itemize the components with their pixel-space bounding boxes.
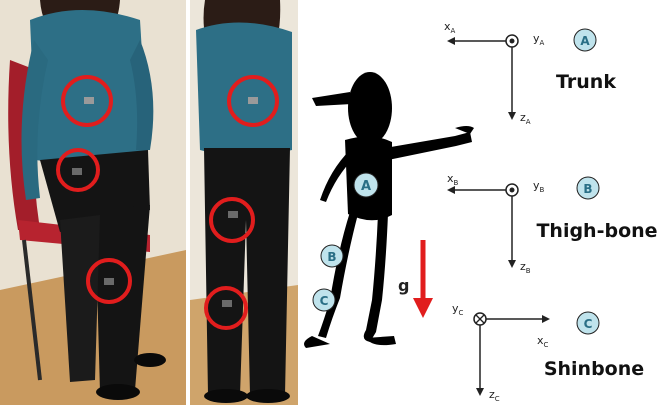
svg-text:C: C [320, 294, 329, 308]
z-axis-label: zB [520, 260, 531, 275]
gravity-label: g [398, 276, 409, 295]
segment-label-shinbone: Shinbone [544, 358, 644, 380]
photo-standing [190, 0, 298, 405]
frame-c: yC xC zC C Shinbone [452, 302, 644, 403]
svg-text:C: C [584, 317, 593, 331]
segment-label-thigh-bone: Thigh-bone [536, 220, 657, 242]
y-axis-label: yC [452, 302, 464, 317]
y-axis-label: yA [533, 32, 545, 47]
x-axis-label: xA [444, 20, 456, 35]
figure-badge-c: C [313, 289, 335, 311]
figure-badge-b: B [321, 245, 343, 267]
frame-b: xB yB zB B Thigh-bone [447, 172, 658, 275]
svg-text:B: B [583, 182, 592, 196]
x-axis-label: xB [447, 172, 459, 187]
svg-text:B: B [327, 250, 336, 264]
z-axis-label: zC [489, 388, 500, 403]
sensor-device [72, 168, 82, 175]
figure-badge-a: A [354, 173, 378, 197]
photo-sitting [0, 0, 186, 405]
sensor-device [248, 97, 258, 104]
segment-label-trunk: Trunk [556, 71, 616, 93]
sensor-device [228, 211, 238, 218]
sensor-device [222, 300, 232, 307]
sensor-device [84, 97, 94, 104]
z-axis-label: zA [520, 111, 531, 126]
x-axis-label: xC [537, 334, 549, 349]
svg-text:A: A [580, 34, 590, 48]
stick-figure: A B C [304, 72, 474, 348]
sensor-device [104, 278, 114, 285]
frame-a: xA yA zA A Trunk [444, 20, 616, 126]
svg-text:A: A [361, 179, 371, 194]
y-axis-label: yB [533, 179, 545, 194]
gravity-indicator: g [398, 240, 433, 318]
